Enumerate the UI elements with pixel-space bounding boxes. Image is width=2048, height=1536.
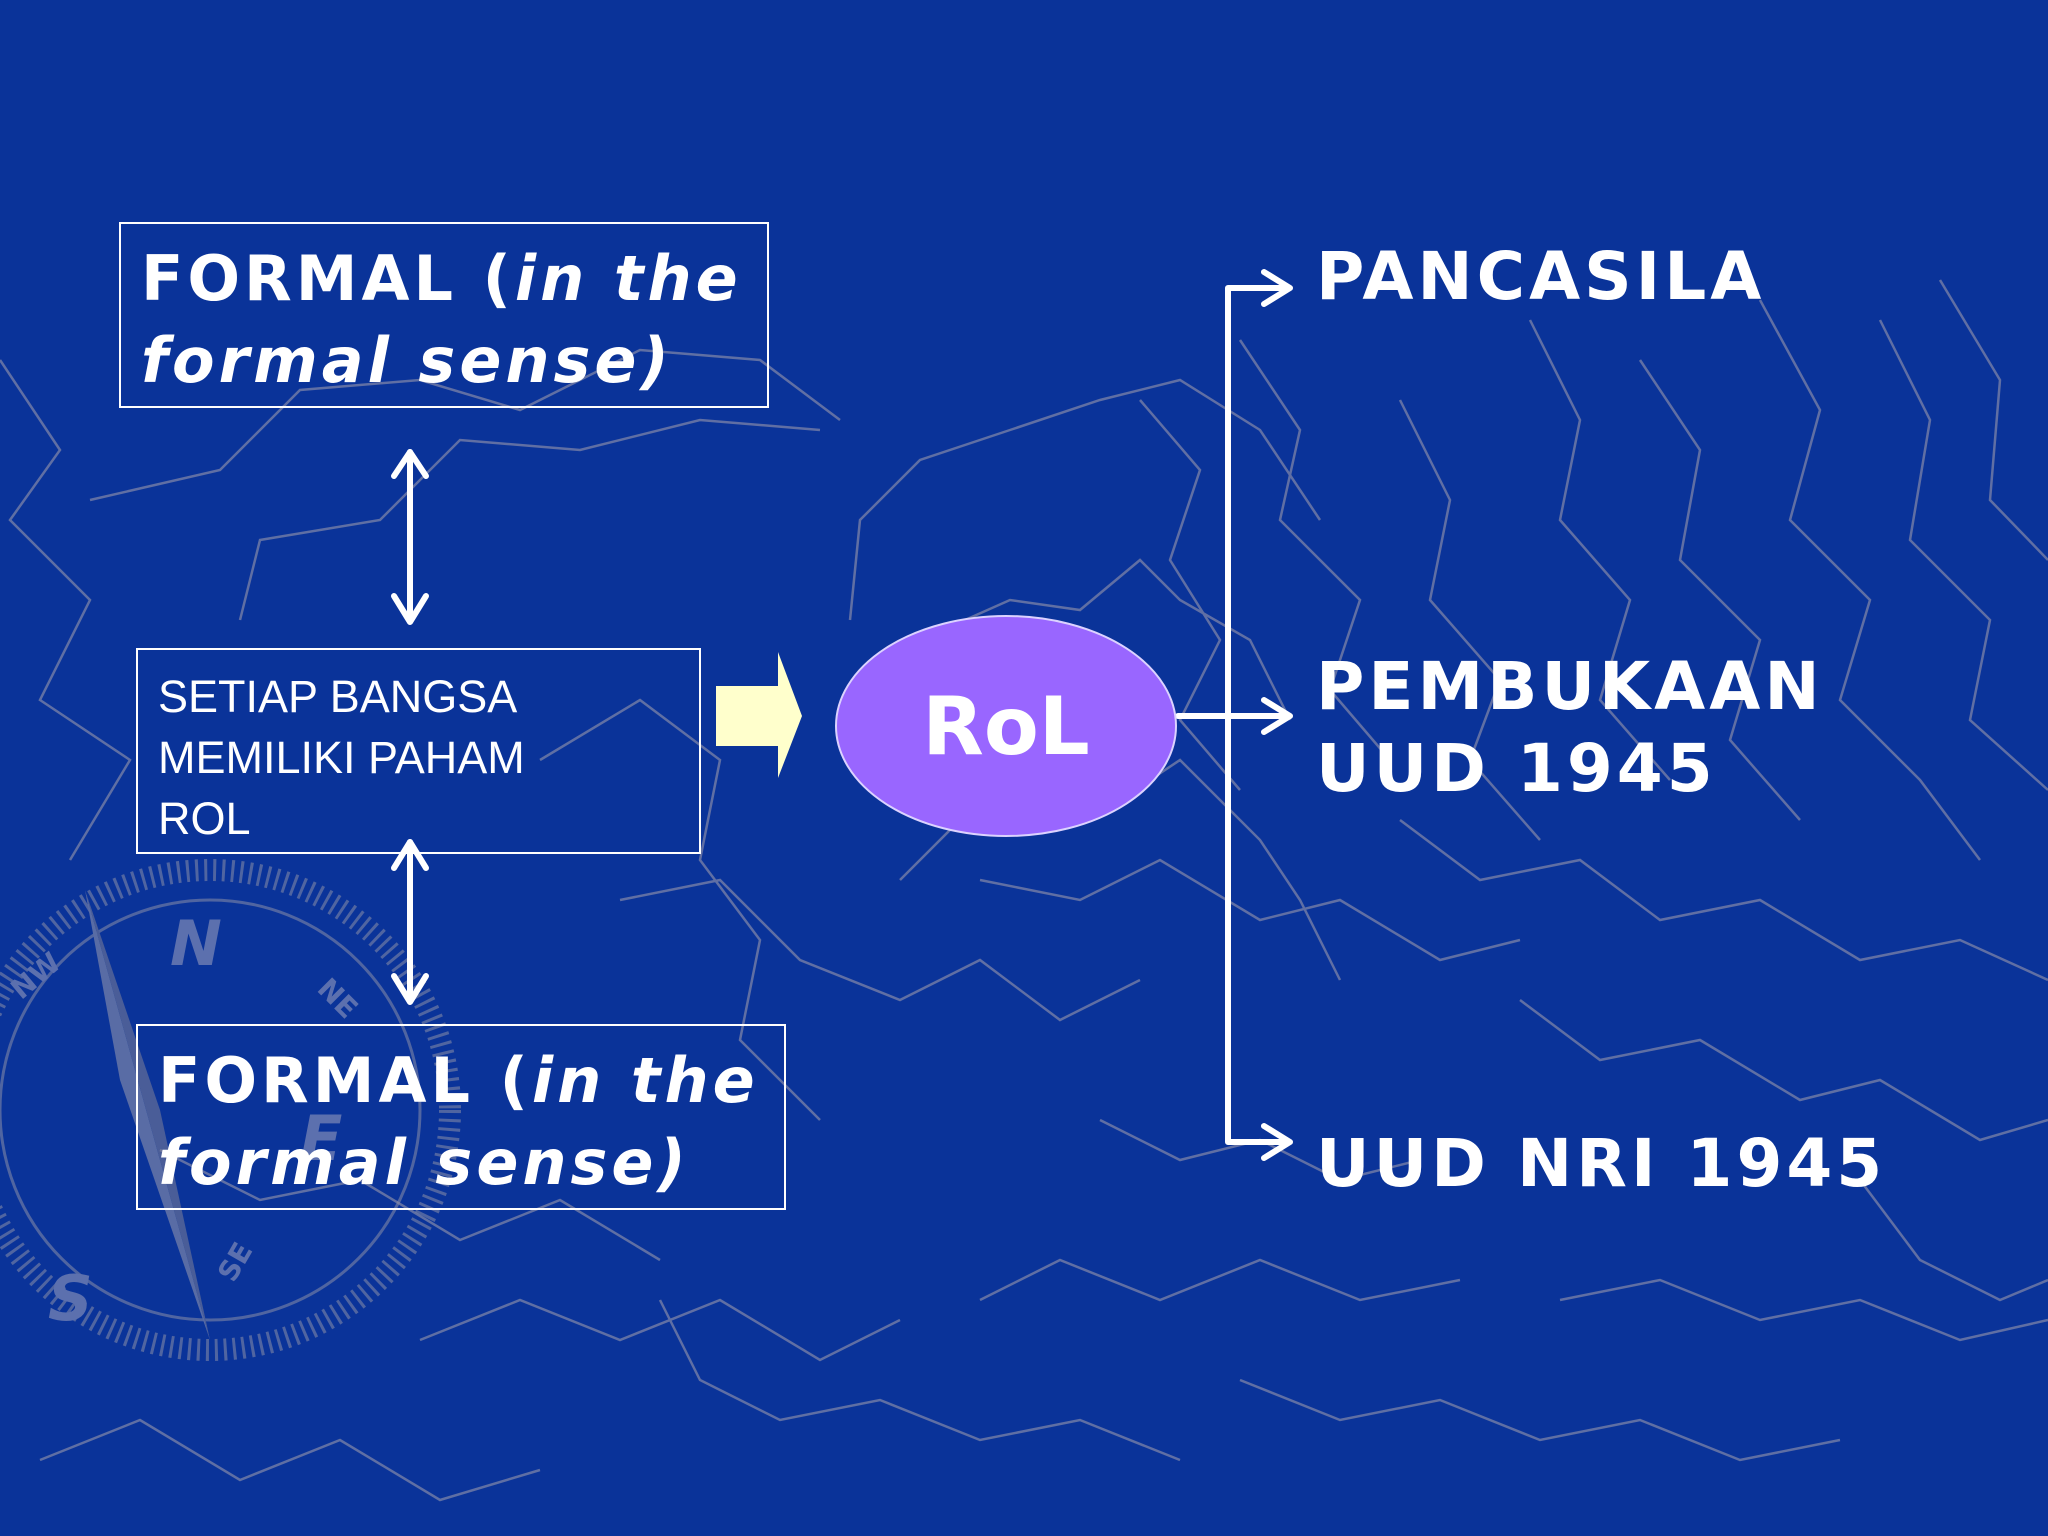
arrowhead-bottom-down — [391, 973, 429, 1005]
formal-box-bottom-line2: formal sense) — [158, 1126, 690, 1199]
formal-top-italic-text: in the — [514, 242, 742, 315]
formal-box-bottom: FORMAL (in the formal sense) — [136, 1024, 786, 1210]
middle-box-line2: MEMILIKI PAHAM — [158, 732, 525, 783]
block-arrow — [716, 652, 802, 778]
label-pembukaan-uud: PEMBUKAAN UUD 1945 — [1316, 646, 1824, 810]
middle-box-line1: SETIAP BANGSA — [158, 671, 518, 722]
compass-n: N — [170, 907, 222, 980]
rol-ellipse — [835, 615, 1177, 837]
arrowhead-pembukaan — [1261, 697, 1293, 735]
formal-box-top: FORMAL (in the formal sense) — [119, 222, 769, 408]
middle-box-line3: ROL — [158, 793, 251, 844]
formal-top-normal-text: FORMAL ( — [141, 242, 515, 315]
arrowhead-bottom-up — [391, 839, 429, 871]
label-pembukaan-line2: UUD 1945 — [1316, 730, 1717, 807]
label-pancasila: PANCASILA — [1316, 238, 1766, 315]
formal-box-top-line1: FORMAL (in the — [141, 238, 767, 320]
formal-box-bottom-line1: FORMAL (in the — [158, 1040, 784, 1122]
compass-s: S — [48, 1262, 93, 1335]
arrowhead-uud-nri — [1261, 1123, 1293, 1161]
formal-box-top-line2: formal sense) — [141, 324, 673, 397]
formal-bottom-italic-text: in the — [531, 1044, 759, 1117]
rol-label: RoL — [922, 679, 1090, 773]
setiap-bangsa-box: SETIAP BANGSA MEMILIKI PAHAM ROL — [136, 648, 701, 854]
label-pembukaan-line1: PEMBUKAAN — [1316, 648, 1824, 725]
label-uud-nri-1945: UUD NRI 1945 — [1316, 1125, 1887, 1202]
arrowhead-top-down — [391, 593, 429, 625]
arrowhead-top-up — [391, 449, 429, 479]
formal-bottom-normal-text: FORMAL ( — [158, 1044, 532, 1117]
arrowhead-pancasila — [1261, 269, 1293, 307]
compass-rose: N S E NW NE SE — [0, 859, 461, 1361]
compass-e: E — [300, 1102, 342, 1175]
